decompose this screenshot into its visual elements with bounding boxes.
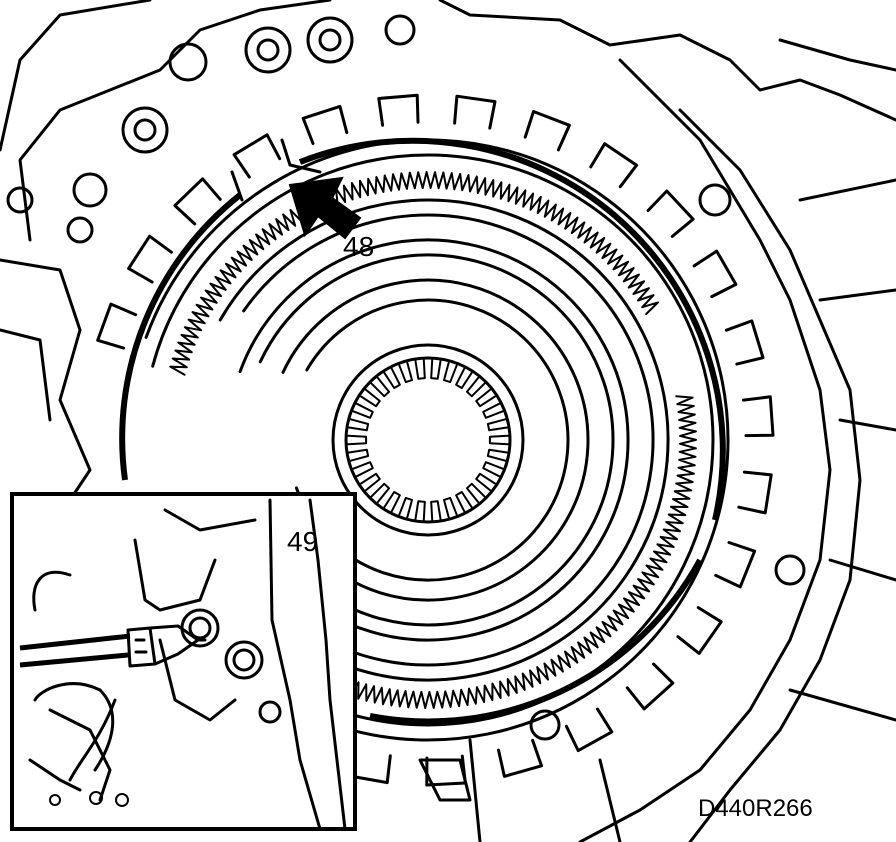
spline-tooth bbox=[359, 388, 381, 408]
clutch-tab bbox=[676, 606, 723, 655]
clutch-tab bbox=[96, 302, 138, 350]
outer-clutch-ring-left bbox=[119, 192, 242, 481]
housing-bolt-bosses bbox=[6, 14, 806, 741]
teeth-segment bbox=[169, 171, 659, 376]
spline-tooth bbox=[486, 418, 508, 432]
clutch-tab bbox=[497, 738, 543, 778]
spline-tooth bbox=[482, 461, 504, 478]
clutch-tab bbox=[625, 662, 675, 711]
spline-tooth bbox=[430, 359, 442, 380]
spline-tooth bbox=[475, 472, 497, 492]
spline-tooth bbox=[383, 491, 401, 513]
spline-tooth bbox=[370, 376, 390, 398]
clutch-tab bbox=[564, 707, 614, 753]
clutch-tab bbox=[173, 177, 222, 226]
clutch-tab bbox=[646, 189, 695, 238]
clutch-tab bbox=[301, 104, 349, 145]
spline-tooth bbox=[455, 367, 473, 389]
clutch-ring bbox=[238, 238, 630, 642]
callout-48: 48 bbox=[288, 176, 374, 262]
spline-tooth bbox=[370, 482, 390, 504]
spline-tooth bbox=[398, 361, 413, 384]
clutch-ring bbox=[294, 298, 570, 582]
spline-tooth bbox=[455, 491, 473, 513]
spline-tooth bbox=[430, 500, 442, 521]
spline-tooth bbox=[414, 359, 426, 380]
callout-49-label: 49 bbox=[287, 526, 318, 557]
outer-clutch-ring bbox=[298, 137, 726, 521]
clutch-tab bbox=[453, 94, 497, 130]
clutch-tab bbox=[589, 142, 639, 189]
spline-tooth bbox=[414, 500, 426, 521]
clutch-tab bbox=[742, 395, 775, 438]
spline-tooth bbox=[482, 402, 504, 419]
callout-48-label: 48 bbox=[343, 231, 374, 262]
outer-clutch-ring-lower bbox=[369, 558, 703, 725]
spline-tooth bbox=[443, 496, 458, 519]
detail-inset: 49 bbox=[10, 492, 357, 831]
spline-tooth bbox=[488, 434, 509, 446]
clutch-tab bbox=[127, 234, 173, 284]
clutch-ring bbox=[276, 278, 590, 602]
spline-tooth bbox=[352, 402, 374, 419]
clutch-tab bbox=[692, 249, 738, 299]
clutch-tab bbox=[737, 470, 773, 515]
figure-reference-code: D440R266 bbox=[698, 795, 813, 822]
spline-tooth bbox=[475, 388, 497, 408]
input-shaft-spline bbox=[331, 343, 525, 537]
spline-tooth bbox=[383, 367, 401, 389]
spline-tooth bbox=[466, 482, 486, 504]
spline-tooth bbox=[348, 418, 370, 432]
spline-tooth bbox=[398, 496, 413, 519]
clutch-tab bbox=[377, 93, 420, 127]
spline-tooth bbox=[352, 461, 374, 478]
spline-tooth bbox=[348, 448, 370, 462]
clutch-ring bbox=[252, 253, 615, 627]
spline-tooth bbox=[443, 361, 458, 384]
clutch-tab bbox=[425, 754, 467, 787]
clutch-tab bbox=[724, 319, 765, 366]
spline-tooth bbox=[347, 434, 368, 446]
clutch-tab bbox=[232, 133, 282, 179]
direction-arrow-icon bbox=[288, 176, 362, 240]
spline-tooth bbox=[466, 376, 486, 398]
spline-tooth bbox=[486, 448, 508, 462]
clutch-tab bbox=[714, 541, 757, 589]
spline-tooth bbox=[359, 472, 381, 492]
clutch-tab bbox=[523, 110, 571, 152]
